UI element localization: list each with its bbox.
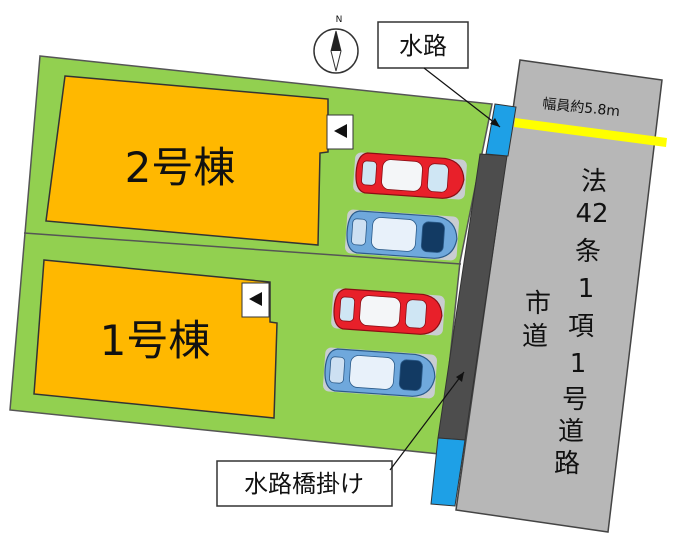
road-legal-label: 法 42 条 1 項 1 号 道 路 xyxy=(554,167,609,479)
road-legal-char: 路 xyxy=(554,449,580,479)
building-1 xyxy=(33,259,278,419)
car-blue-1 xyxy=(344,208,460,262)
road-legal-char: 項 xyxy=(568,312,594,342)
callout-waterway-bridge: 水路橋掛け xyxy=(216,371,465,507)
road-legal-char: 42 xyxy=(575,199,608,229)
road-legal-char: 1 xyxy=(578,274,595,304)
city-road-char: 道 xyxy=(522,322,548,352)
road-legal-char: 法 xyxy=(581,167,607,197)
callout-bridge-label: 水路橋掛け xyxy=(244,470,364,498)
car-red-2 xyxy=(330,287,446,337)
road-legal-char: 1 xyxy=(570,349,587,379)
compass-icon: N xyxy=(313,15,359,74)
compass-north-label: N xyxy=(336,15,343,25)
waterway-bottom xyxy=(430,437,466,507)
callout-waterway: 水路 xyxy=(377,21,501,128)
building-2 xyxy=(45,75,329,246)
city-road-char: 市 xyxy=(525,289,551,319)
road-legal-char: 号 xyxy=(562,385,588,415)
car-blue-2 xyxy=(322,346,438,400)
road-center-line xyxy=(514,118,667,147)
callout-waterway-label: 水路 xyxy=(399,32,447,60)
lot-divider xyxy=(23,232,462,265)
waterway-top xyxy=(485,103,517,157)
road-legal-char: 道 xyxy=(558,417,584,447)
building-1-label: 1号棟 xyxy=(100,316,211,365)
entrance-marker-2 xyxy=(326,114,354,150)
road-legal-char: 条 xyxy=(575,237,601,267)
car-red-1 xyxy=(352,151,468,201)
building-2-label: 2号棟 xyxy=(125,143,236,192)
entrance-marker-1 xyxy=(241,282,270,318)
city-road-label: 市 道 xyxy=(522,289,551,352)
